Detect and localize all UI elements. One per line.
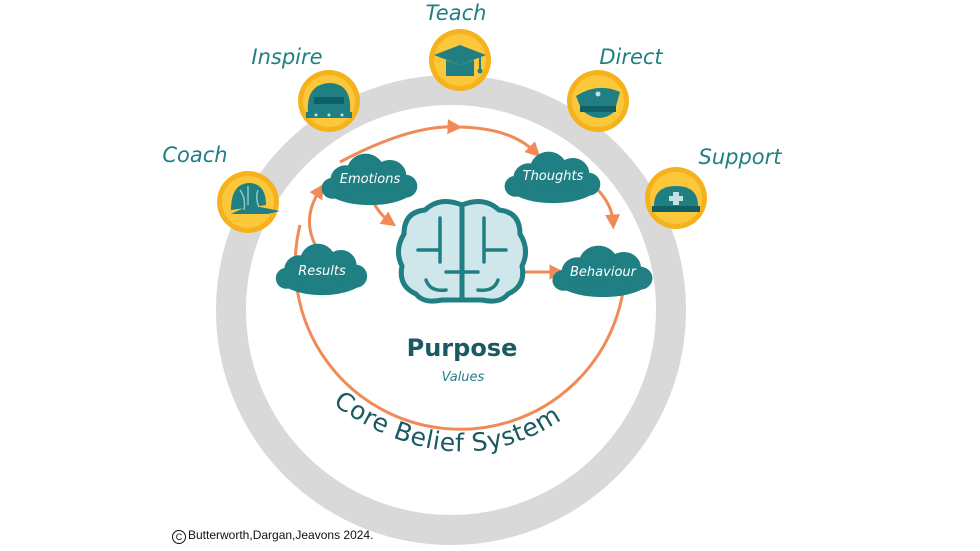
core-belief-label: Core Belief System — [329, 385, 565, 457]
copyright-text: Butterworth,Dargan,Jeavons 2024. — [188, 528, 374, 542]
cloud-label-thoughts: Thoughts — [523, 169, 584, 184]
cloud-results: Results — [275, 243, 368, 296]
purpose-title: Purpose — [407, 334, 518, 362]
brain-icon — [396, 198, 528, 304]
copyright-icon: C — [172, 530, 186, 544]
role-teach: Teach — [426, 1, 491, 91]
role-direct: Direct — [567, 45, 663, 132]
cloud-label-behaviour: Behaviour — [570, 265, 638, 280]
role-support: Support — [645, 145, 782, 229]
cloud-emotions: Emotions — [321, 153, 418, 206]
cloud-label-results: Results — [298, 264, 346, 279]
helmet-icon — [306, 83, 352, 118]
officer-hat-icon — [576, 87, 620, 118]
core-circle — [293, 224, 627, 431]
role-label-support: Support — [698, 145, 782, 169]
role-inspire: Inspire — [251, 45, 360, 132]
role-coach: Coach — [162, 143, 280, 233]
cloud-thoughts: Thoughts — [504, 151, 601, 204]
cloud-behaviour: Behaviour — [552, 245, 653, 298]
cloud-label-emotions: Emotions — [340, 172, 401, 187]
graduation-cap-icon — [434, 45, 486, 76]
values-subtitle: Values — [442, 370, 485, 385]
role-label-teach: Teach — [426, 1, 487, 25]
nurse-cap-icon — [652, 186, 700, 212]
role-label-direct: Direct — [599, 45, 663, 69]
role-label-inspire: Inspire — [251, 45, 322, 69]
cap-icon — [231, 183, 280, 214]
role-label-coach: Coach — [162, 143, 227, 167]
outer-ring — [216, 75, 686, 545]
